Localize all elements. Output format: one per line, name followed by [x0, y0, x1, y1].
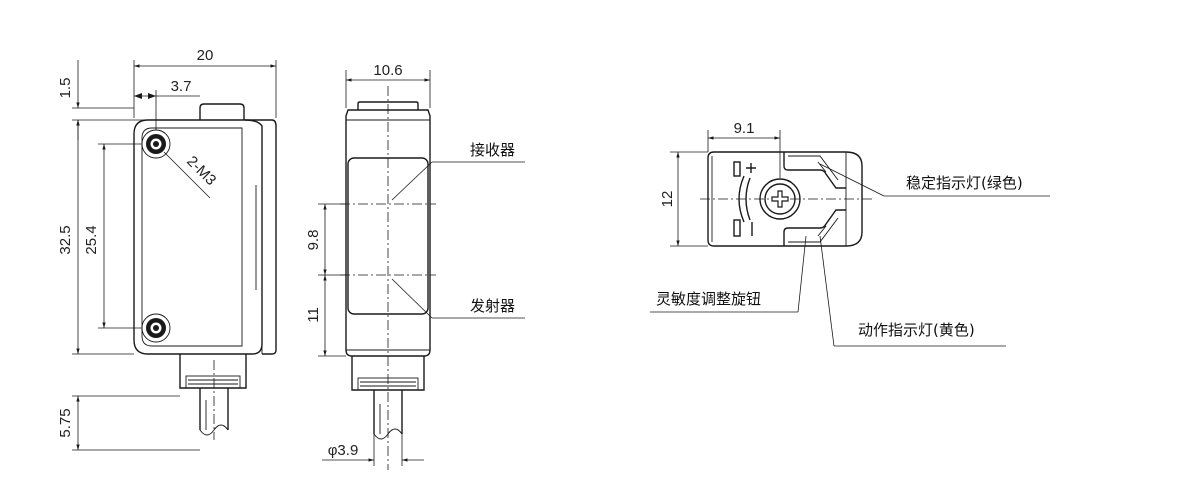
mounting-hole-top [141, 129, 171, 159]
top-view: 9.1 12 稳定指示灯(绿色) 灵敏度调整旋钮 动作指示灯(黄色) [650, 120, 1050, 347]
dim-top-offset: 9.1 [734, 120, 755, 137]
mounting-hole-bottom [141, 313, 171, 343]
dim-side-lower: 11 [305, 307, 322, 323]
dim-front-height: 32.5 [57, 225, 74, 254]
sensitivity-knob [738, 175, 801, 223]
dim-front-hole-pitch: 25.4 [83, 225, 100, 254]
dim-front-width: 20 [197, 47, 214, 64]
dim-front-hole-offset: 3.7 [171, 78, 192, 95]
label-emitter: 发射器 [470, 297, 515, 315]
dim-front-top-gap: 1.5 [57, 78, 74, 99]
dim-side-cable: φ3.9 [328, 442, 359, 459]
label-receiver: 接收器 [470, 141, 515, 159]
side-view: 10.6 9.8 11 φ3.9 接收器 发射器 [305, 62, 525, 470]
label-action-indicator: 动作指示灯(黄色) [858, 321, 975, 339]
dim-front-connector: 5.75 [57, 408, 74, 437]
dim-side-upper: 9.8 [305, 230, 322, 251]
dim-side-width: 10.6 [373, 62, 402, 79]
front-view: 20 3.7 2-M3 1.5 32.5 25.4 5.75 [57, 47, 277, 451]
label-sensitivity-knob: 灵敏度调整旋钮 [656, 290, 761, 308]
dim-top-height: 12 [659, 191, 676, 208]
label-stable-indicator: 稳定指示灯(绿色) [906, 174, 1023, 192]
hole-callout: 2-M3 [183, 153, 219, 189]
